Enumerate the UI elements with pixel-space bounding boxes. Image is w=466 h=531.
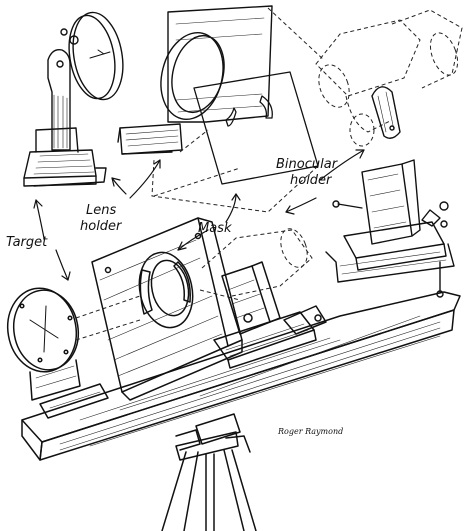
- mounted-binoculars-outline: [199, 228, 313, 301]
- label-target: Target: [6, 235, 48, 250]
- lens-holder-upright: [91, 217, 243, 401]
- binocular-strap-part: [371, 86, 401, 139]
- arrow-to-lens-board: [129, 159, 161, 199]
- arrow-target-to-stand: [35, 199, 45, 239]
- label-mask: Mask: [198, 221, 232, 236]
- arrow-mask-to-lens: [177, 229, 209, 251]
- mounted-target: [6, 287, 109, 419]
- arrow-mask-to-plate: [225, 193, 237, 223]
- tripod-mount: [161, 413, 257, 531]
- target-disc-part: [60, 11, 124, 101]
- binocular-holder-part: [325, 159, 455, 298]
- arrow-target-to-mounted: [55, 249, 69, 281]
- arrow-binocular-to-top: [319, 149, 365, 181]
- mounted-binocular-holder: [213, 261, 327, 369]
- mask-template-outline: [151, 7, 325, 213]
- lens-holder-board-part: [117, 5, 273, 155]
- base-board: [21, 291, 461, 461]
- arrow-to-small-target: [111, 177, 127, 195]
- label-binocular-holder-line1: Binocular: [276, 157, 339, 172]
- callout-arrows: [33, 149, 365, 281]
- artist-signature: Roger Raymond: [277, 427, 343, 436]
- label-binocular-holder-line2: holder: [290, 173, 333, 188]
- arrow-binocular-to-mounted: [285, 197, 317, 213]
- binoculars-outline: [315, 9, 463, 147]
- label-lens-holder-line1: Lens: [86, 203, 116, 218]
- sight-line: [75, 295, 141, 341]
- label-lens-holder-line2: holder: [80, 219, 123, 234]
- target-stand-part: [23, 49, 107, 187]
